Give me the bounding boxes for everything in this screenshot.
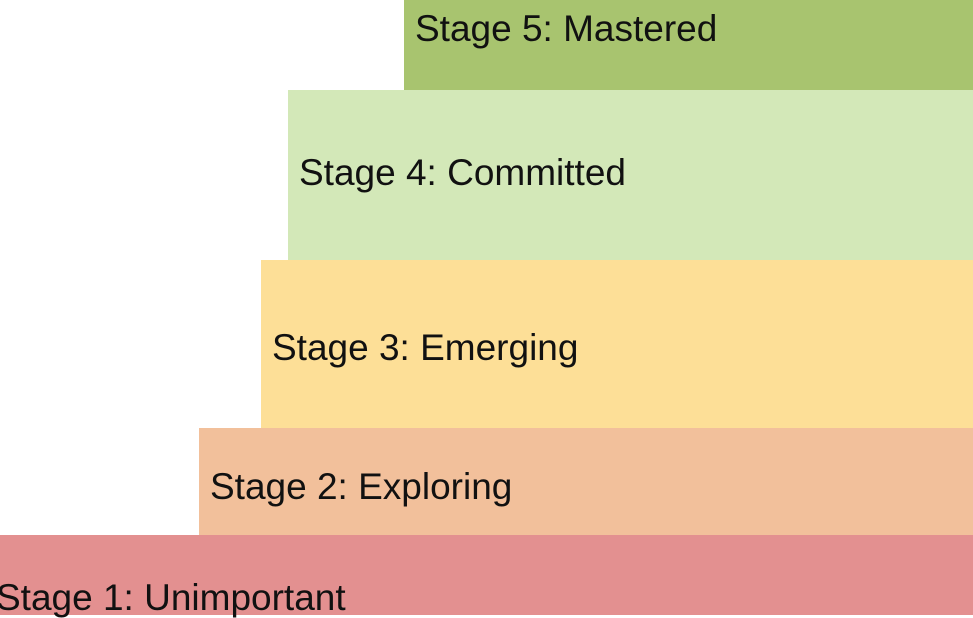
stage-1-block: Stage 1: Unimportant <box>0 535 973 618</box>
stage-4-block: Stage 4: Committed <box>288 90 973 260</box>
stage-3-label: Stage 3: Emerging <box>272 326 579 368</box>
stage-4-label: Stage 4: Committed <box>299 151 626 193</box>
stage-2-label: Stage 2: Exploring <box>210 466 513 507</box>
stage-3-block: Stage 3: Emerging <box>261 260 973 428</box>
stage-2-block: Stage 2: Exploring <box>199 428 973 535</box>
stage-5-label: Stage 5: Mastered <box>415 7 718 49</box>
stage-1-label: Stage 1: Unimportant <box>0 576 346 618</box>
stage-5-block: Stage 5: Mastered <box>404 0 973 90</box>
